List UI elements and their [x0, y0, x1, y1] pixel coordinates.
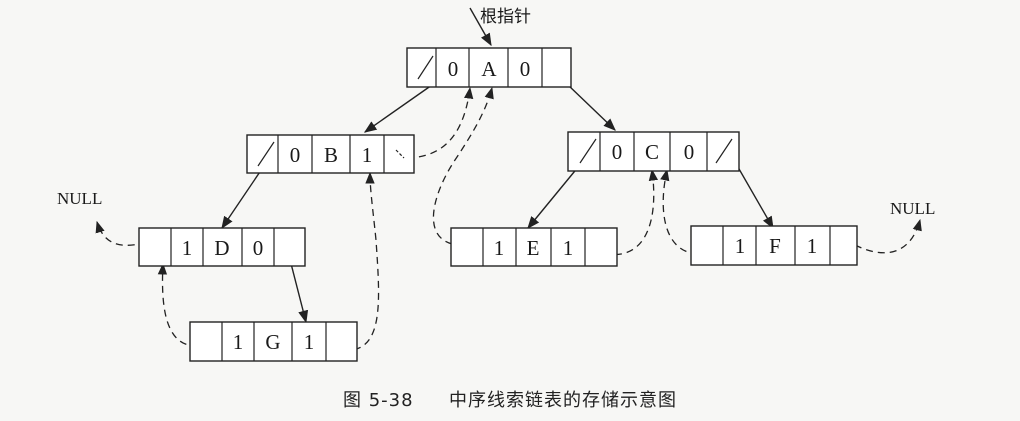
node-C-ltag: 0 — [612, 140, 623, 164]
node-B-data: B — [324, 143, 338, 167]
thread-E-to-C — [602, 168, 659, 256]
node-F-data: F — [769, 234, 781, 258]
child-link-A-B — [363, 84, 433, 133]
null-label-left: NULL — [57, 189, 102, 208]
node-F-rtag: 1 — [807, 234, 818, 258]
thread-B-to-A — [394, 86, 474, 159]
node-A-ltag: 0 — [448, 57, 459, 81]
child-links — [221, 84, 774, 324]
root-pointer-arrow — [469, 7, 492, 47]
node-B: 0 B 1 — [246, 134, 415, 174]
thread-F-to-C — [660, 168, 711, 255]
thread-links — [95, 86, 922, 351]
thread-E-to-A — [432, 86, 494, 245]
node-G: 1 G 1 — [189, 321, 358, 362]
node-D: 1 D 0 — [138, 227, 306, 267]
child-link-A-C — [567, 84, 616, 131]
node-B-ltag: 0 — [290, 143, 301, 167]
node-F: 1 F 1 — [690, 225, 858, 266]
thread-G-to-B — [341, 171, 380, 351]
node-C-data: C — [645, 140, 659, 164]
root-pointer-label: 根指针 — [480, 7, 531, 27]
node-E-ltag: 1 — [494, 236, 505, 260]
null-label-right: NULL — [890, 199, 935, 218]
node-D-data: D — [214, 236, 229, 260]
figure-caption: 图 5-38 中序线索链表的存储示意图 — [0, 386, 1020, 412]
node-C-rtag: 0 — [684, 140, 695, 164]
node-D-rtag: 0 — [253, 236, 264, 260]
node-A-data: A — [481, 57, 497, 81]
node-D-ltag: 1 — [182, 236, 193, 260]
node-A-rtag: 0 — [520, 57, 531, 81]
node-E-rtag: 1 — [563, 236, 574, 260]
node-A: 0 A 0 — [406, 47, 572, 88]
node-G-ltag: 1 — [233, 330, 244, 354]
thread-F-to-NULL — [854, 218, 922, 254]
node-E-data: E — [527, 236, 540, 260]
thread-D-to-NULL — [95, 220, 159, 246]
node-E: 1 E 1 — [450, 227, 618, 267]
figure-number: 图 5-38 — [342, 390, 414, 411]
figure-title: 中序线索链表的存储示意图 — [449, 390, 678, 411]
node-C: 0 C 0 — [567, 131, 740, 172]
node-B-rtag: 1 — [362, 143, 373, 167]
node-G-rtag: 1 — [304, 330, 315, 354]
node-G-data: G — [265, 330, 280, 354]
node-F-ltag: 1 — [735, 234, 746, 258]
